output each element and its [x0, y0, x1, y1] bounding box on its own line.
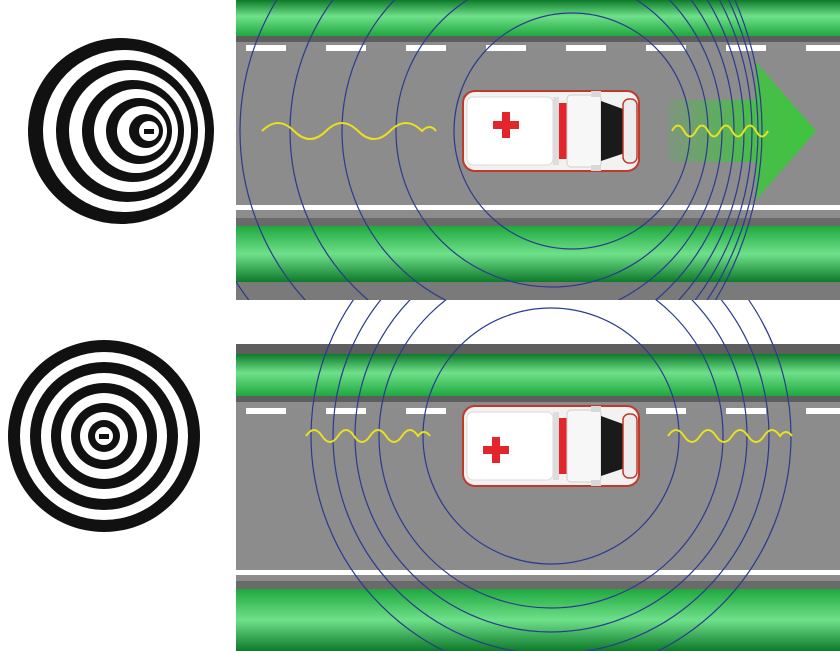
windshield	[601, 101, 625, 161]
lightbar	[559, 103, 567, 159]
red-cross-icon	[483, 437, 509, 463]
lane-edge	[236, 570, 840, 575]
doppler-stationary-panel	[0, 300, 840, 651]
road-scene-stationary	[236, 344, 840, 651]
ambulance-icon	[462, 90, 640, 172]
moving-scene	[28, 0, 840, 300]
target-rings-icon-stationary	[8, 340, 200, 532]
windshield	[601, 416, 625, 476]
stationary-scene	[8, 300, 840, 651]
sound-wave-compressed	[671, 124, 769, 138]
sound-wave-stretched	[261, 122, 437, 140]
road-scene-moving	[236, 0, 840, 300]
target-rings-icon-moving	[28, 38, 214, 224]
grass-bottom	[236, 589, 840, 651]
sound-wave-left	[305, 429, 431, 443]
sound-wave-right	[667, 429, 793, 443]
wavefronts-moving	[236, 0, 763, 300]
direction-arrow-icon	[668, 62, 816, 200]
grass-top	[236, 354, 840, 396]
lane-edge	[236, 205, 840, 210]
doppler-moving-panel	[0, 0, 840, 300]
ambulance-icon	[462, 405, 640, 487]
red-cross-icon	[493, 112, 519, 138]
lightbar	[559, 418, 567, 474]
